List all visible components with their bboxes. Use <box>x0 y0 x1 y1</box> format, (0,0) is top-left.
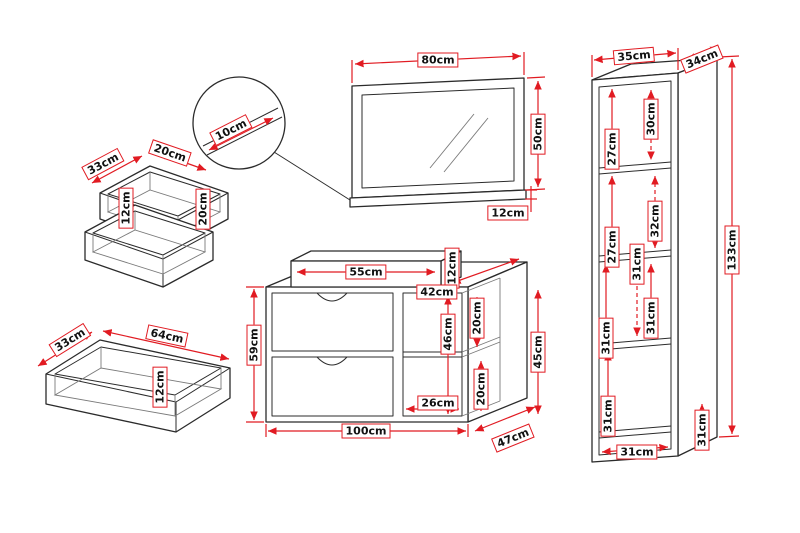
dim-cabinet-top-depth: 42cm <box>416 284 458 300</box>
dim-cabinet-height: 59cm <box>246 324 262 366</box>
dim-tall-shelf2-front: 27cm <box>604 226 620 268</box>
dim-tall-height: 133cm <box>724 225 740 275</box>
dim-organizer-inner-height: 12cm <box>118 187 134 229</box>
dim-tall-shelf4-front: 31cm <box>600 395 616 437</box>
dim-mirror-height: 50cm <box>530 113 546 155</box>
dim-organizer-compartment-depth: 20cm <box>195 188 211 230</box>
dim-tall-shelf3-front: 31cm <box>598 317 614 359</box>
dim-cabinet-shelf-height: 12cm <box>444 247 460 289</box>
dim-tall-base-side: 31cm <box>694 409 710 451</box>
dim-cabinet-niche-upper: 20cm <box>469 297 485 339</box>
mirror-drawing <box>273 52 546 212</box>
dim-cabinet-side-height: 45cm <box>530 331 546 373</box>
dim-cabinet-shelf-width: 55cm <box>345 264 387 280</box>
dim-cabinet-niche-width: 26cm <box>417 395 459 411</box>
dim-tall-shelf3-top: 31cm <box>629 243 645 285</box>
dim-tall-shelf2-back: 32cm <box>647 200 663 242</box>
dim-tall-shelf1-front: 27cm <box>604 128 620 170</box>
dim-drawer-height: 12cm <box>152 366 168 408</box>
dim-mirror-shelf-depth: 12cm <box>487 205 529 221</box>
cabinet-drawing <box>246 250 542 437</box>
dim-tall-shelf1-back: 30cm <box>643 98 659 140</box>
dim-cabinet-niche-height: 46cm <box>440 313 456 355</box>
drawer-drawing <box>37 329 231 433</box>
dim-cabinet-niche-lower: 20cm <box>473 368 489 410</box>
dim-tall-base-width: 31cm <box>616 444 658 460</box>
dim-mirror-width: 80cm <box>417 52 459 68</box>
dim-tall-shelf3-back: 31cm <box>643 297 659 339</box>
tall-cabinet-drawing <box>591 46 740 463</box>
dim-cabinet-width: 100cm <box>341 423 391 439</box>
